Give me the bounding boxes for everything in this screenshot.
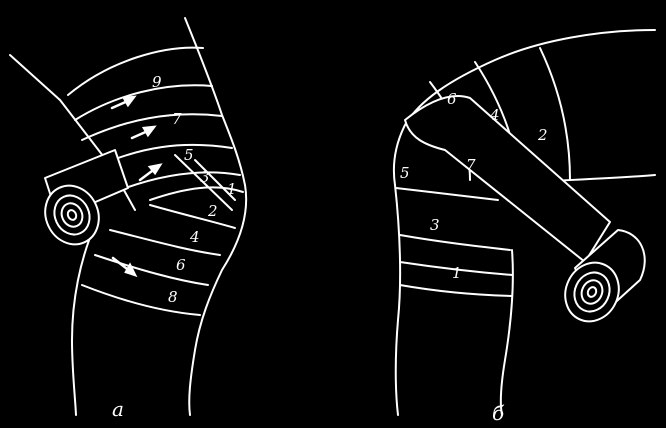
figure-a-turn-label: 5 xyxy=(184,146,194,164)
figure-b-turn-label: 4 xyxy=(489,106,500,124)
figure-a-turn-label: 4 xyxy=(189,228,200,246)
figure-a-turn-label: 7 xyxy=(172,110,182,128)
figure-b-caption: б xyxy=(492,401,505,423)
figure-a-turn-label: 9 xyxy=(152,73,162,91)
figure-a-turn-label: 1 xyxy=(227,180,237,198)
figure-a-caption: а xyxy=(112,397,124,421)
figure-a-turn-label: 6 xyxy=(176,256,186,274)
figure-a-turn-label: 8 xyxy=(168,288,178,306)
figure-a-turn-label: 2 xyxy=(207,202,218,220)
figure-b-turn-label: 3 xyxy=(430,216,440,234)
figure-b-turn-label: 2 xyxy=(537,126,548,144)
figure-a-turn-label: 3 xyxy=(200,168,210,186)
figure-b-turn-label: 1 xyxy=(452,264,462,282)
figure-b-turn-label: 5 xyxy=(400,164,410,182)
figure-b-turn-label: 6 xyxy=(447,90,457,108)
figure-b-turn-label: 7 xyxy=(466,156,476,174)
